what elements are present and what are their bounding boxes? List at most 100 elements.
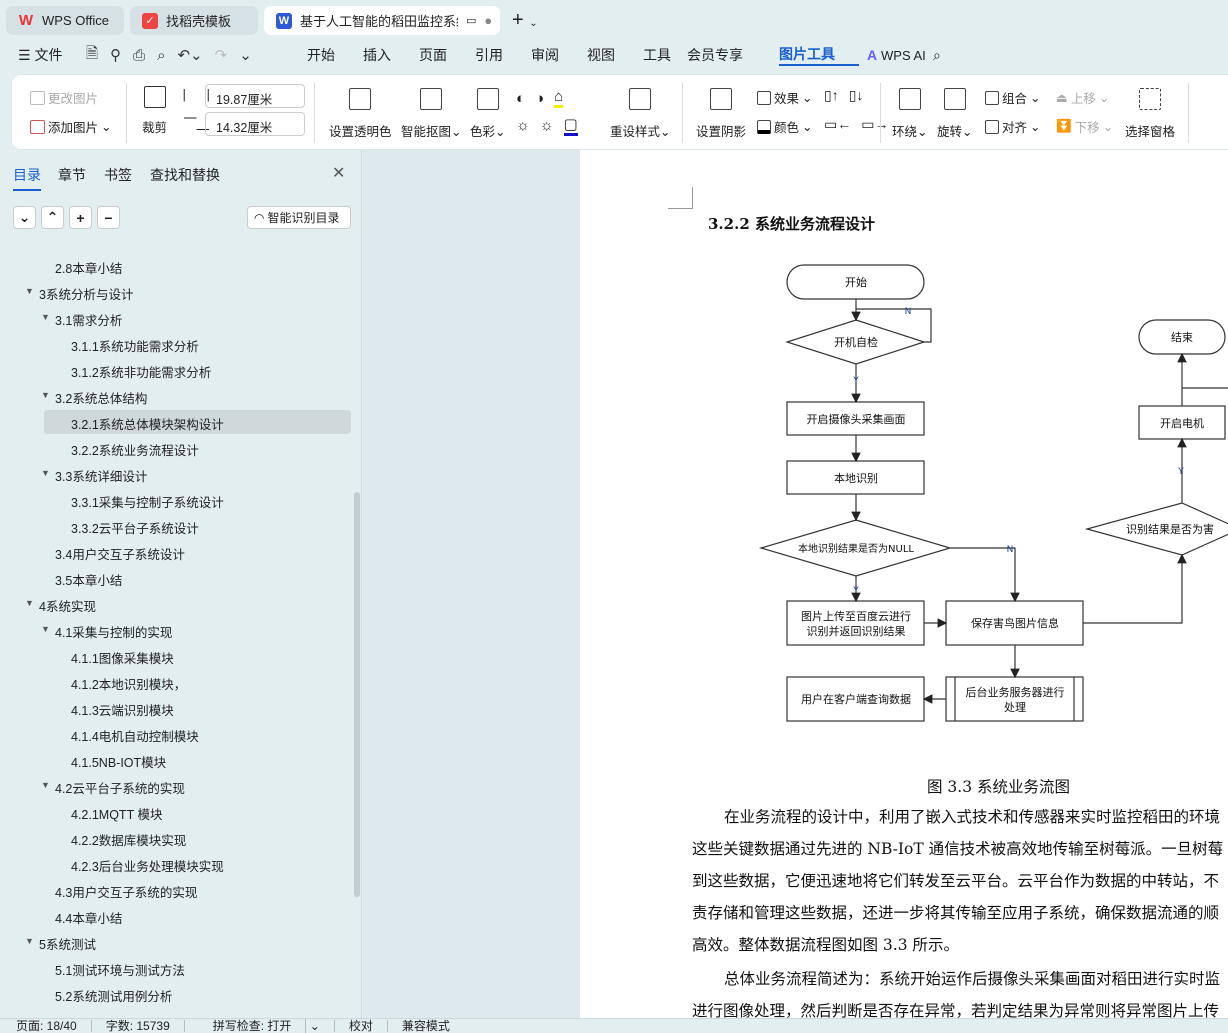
contrast-down-icon[interactable]: ◑: [535, 89, 545, 107]
contrast-up-icon[interactable]: ◐: [516, 89, 526, 107]
menu-wps-ai[interactable]: WPS AI: [881, 47, 926, 63]
toc-item[interactable]: 4.1.1图像采集模块: [71, 652, 174, 666]
toc-item[interactable]: 3.5本章小结: [55, 574, 123, 588]
menu-picture-tools[interactable]: 图片工具: [779, 44, 859, 66]
height-input[interactable]: 14.32厘米: [205, 112, 305, 136]
menu-insert[interactable]: 插入: [363, 47, 391, 63]
tab-bookmarks[interactable]: 书签: [104, 167, 132, 183]
remove-heading-button[interactable]: −: [97, 206, 120, 229]
print-preview-icon[interactable]: ⌕: [157, 46, 166, 64]
align-button[interactable]: 对齐⌄: [985, 117, 1041, 136]
redo-icon[interactable]: ↷: [214, 47, 228, 64]
move-down-button[interactable]: ⏬下移⌄: [1056, 119, 1114, 135]
toc-item[interactable]: 3.1.2系统非功能需求分析: [71, 366, 212, 380]
close-pane-icon[interactable]: ✕: [332, 165, 346, 182]
reset-style-button[interactable]: 重设样式⌄: [610, 88, 671, 140]
expand-arrow-icon[interactable]: ▼: [41, 624, 50, 634]
shadow-up-icon[interactable]: ▯↑: [824, 87, 839, 103]
change-picture-button[interactable]: 更改图片: [30, 88, 98, 107]
toc-item[interactable]: 3系统分析与设计: [39, 288, 134, 302]
expand-down-button[interactable]: ⌄: [13, 206, 36, 229]
menu-reference[interactable]: 引用: [475, 47, 503, 63]
undo-icon[interactable]: ↶⌄: [177, 47, 203, 64]
toc-item[interactable]: 3.1.1系统功能需求分析: [71, 340, 199, 354]
toc-item[interactable]: 4.1.2本地识别模块，: [71, 678, 187, 692]
menu-view[interactable]: 视图: [587, 47, 615, 63]
toc-item[interactable]: 4.1.4电机自动控制模块: [71, 730, 199, 744]
toc-item[interactable]: 3.2.1系统总体模块架构设计: [71, 418, 224, 432]
proofread-button[interactable]: 校对: [335, 1020, 388, 1032]
toc-item[interactable]: 3.4用户交互子系统设计: [55, 548, 185, 562]
expand-arrow-icon[interactable]: ▼: [41, 390, 50, 400]
recolor-icon[interactable]: ⌂: [554, 88, 564, 108]
group-button[interactable]: 组合⌄: [985, 88, 1041, 107]
toc-item[interactable]: 4.1.5NB-IOT模块: [71, 756, 167, 770]
toc-item[interactable]: 4.2.2数据库模块实现: [71, 834, 187, 848]
expand-arrow-icon[interactable]: ▼: [41, 468, 50, 478]
smart-cutout-button[interactable]: 智能抠图⌄: [401, 88, 462, 140]
toc-item[interactable]: 3.3.2云平台子系统设计: [71, 522, 199, 536]
collapse-up-button[interactable]: ⌃: [41, 206, 64, 229]
toc-item[interactable]: 3.1需求分析: [55, 314, 123, 328]
spell-check-toggle[interactable]: 拼写检查: 打开 ⌄: [185, 1019, 335, 1033]
add-heading-button[interactable]: +: [69, 206, 92, 229]
toc-item[interactable]: 4.2云平台子系统的实现: [55, 782, 185, 796]
selection-pane-button[interactable]: 选择窗格: [1125, 88, 1175, 140]
toc-item[interactable]: 4.4本章小结: [55, 912, 123, 926]
word-count[interactable]: 字数: 15739: [92, 1020, 185, 1032]
toc-item[interactable]: 5.2系统测试用例分析: [55, 990, 173, 1004]
tab-chapters[interactable]: 章节: [58, 167, 86, 183]
file-menu[interactable]: ☰ 文件: [18, 44, 62, 66]
toc-item[interactable]: 4系统实现: [39, 600, 96, 614]
business-flowchart[interactable]: 开始 开机自检 开启摄像头采集画面 本地识别 本地识别结果是否为NULL 图片上…: [580, 150, 1228, 790]
set-transparent-button[interactable]: 设置透明色: [329, 88, 392, 140]
add-picture-button[interactable]: 添加图片⌄: [30, 117, 112, 136]
toc-item[interactable]: 3.2.2系统业务流程设计: [71, 444, 199, 458]
expand-arrow-icon[interactable]: ▼: [41, 780, 50, 790]
toc-item[interactable]: 5系统测试: [39, 938, 96, 952]
tab-template[interactable]: ✓找稻壳模板: [130, 6, 258, 35]
brightness-up-icon[interactable]: ☼: [516, 117, 530, 134]
menu-review[interactable]: 审阅: [531, 47, 559, 63]
toc-scrollbar[interactable]: [354, 492, 360, 897]
shadow-down-icon[interactable]: ▯↓: [848, 87, 864, 103]
toc-item[interactable]: 3.2系统总体结构: [55, 392, 148, 406]
print-icon[interactable]: ⎙: [133, 46, 146, 64]
page-count[interactable]: 页面: 18/40: [0, 1020, 92, 1032]
document-page[interactable]: 3.2.2 系统业务流程设计 图 3.3 系统业务流图 在业务流程的设计中，利用…: [580, 150, 1228, 1018]
move-up-button[interactable]: ⏏上移⌄: [1056, 88, 1109, 107]
menu-start[interactable]: 开始: [307, 47, 335, 63]
shadow-right-icon[interactable]: ▭→: [861, 116, 889, 132]
shadow-color-button[interactable]: 颜色⌄: [757, 117, 813, 136]
border-color-icon[interactable]: ▢: [563, 115, 578, 136]
effect-button[interactable]: 效果⌄: [757, 88, 813, 107]
toc-item[interactable]: 4.2.3后台业务处理模块实现: [71, 860, 224, 874]
toc-item[interactable]: 3.3系统详细设计: [55, 470, 148, 484]
toc-item[interactable]: 5.1测试环境与测试方法: [55, 964, 185, 978]
toc-item[interactable]: 4.3用户交互子系统的实现: [55, 886, 198, 900]
crop-button[interactable]: 裁剪: [142, 117, 167, 136]
shadow-left-icon[interactable]: ▭←: [824, 116, 852, 132]
expand-arrow-icon[interactable]: ▼: [25, 936, 34, 946]
tab-toc[interactable]: 目录: [13, 165, 41, 191]
rotate-button[interactable]: 旋转⌄: [937, 88, 973, 140]
menu-page[interactable]: 页面: [419, 47, 447, 63]
menu-membership[interactable]: 会员专享: [687, 47, 743, 63]
expand-arrow-icon[interactable]: ▼: [41, 312, 50, 322]
toc-item[interactable]: 4.1.3云端识别模块: [71, 704, 174, 718]
brightness-down-icon[interactable]: ☼: [539, 117, 554, 134]
toc-item[interactable]: 4.2.1MQTT 模块: [71, 808, 163, 822]
save-icon[interactable]: 🗎: [86, 44, 99, 62]
more-chevron-icon[interactable]: ⌄: [239, 47, 252, 64]
toc-item[interactable]: 2.8本章小结: [55, 262, 123, 276]
toc-item[interactable]: 4.1采集与控制的实现: [55, 626, 173, 640]
set-shadow-button[interactable]: 设置阴影: [696, 88, 746, 140]
search-icon[interactable]: ⌕: [933, 46, 941, 63]
new-tab-button[interactable]: + ⌄: [512, 9, 538, 31]
wrap-button[interactable]: 环绕⌄: [892, 88, 928, 140]
expand-arrow-icon[interactable]: ▼: [25, 286, 34, 296]
width-input[interactable]: 19.87厘米: [205, 84, 305, 108]
share-icon[interactable]: ⚲: [110, 47, 122, 64]
